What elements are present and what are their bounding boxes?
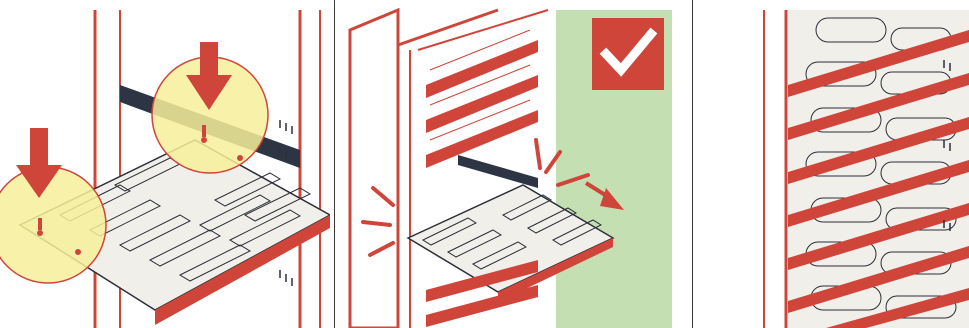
panel-loaded-shelves <box>696 0 969 328</box>
checkmark-icon <box>592 18 664 90</box>
panel-divider <box>334 0 335 328</box>
highlight-circle <box>0 167 106 283</box>
panel-3-drawing <box>696 0 969 328</box>
panel-slide-shelf <box>338 0 688 328</box>
panel-divider <box>692 0 693 328</box>
panel-1-drawing <box>0 0 330 328</box>
panel-2-drawing <box>338 0 688 328</box>
panel-press-shelf <box>0 0 330 328</box>
